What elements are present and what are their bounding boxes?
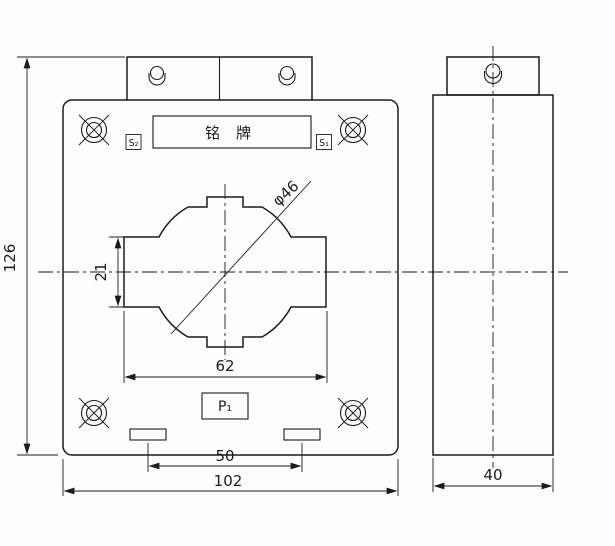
- screw-hole-icon: [149, 65, 165, 81]
- hole-outer: [339, 399, 367, 427]
- terminal-mark-box: [316, 134, 332, 150]
- hole-outer: [80, 399, 108, 427]
- dim-depth-label: 40: [483, 466, 502, 484]
- mounting-hole-bottom-right: [337, 397, 369, 429]
- hole-cross: [78, 397, 110, 429]
- dim-window-slot-height-label: 21: [92, 262, 110, 281]
- dim-mounting-slot-spacing: 50: [147, 443, 303, 472]
- mounting-hole-top-right: [337, 114, 369, 146]
- front-body-outline: [62, 99, 399, 456]
- hole-cross: [78, 114, 110, 146]
- hole-cross: [337, 114, 369, 146]
- mounting-hole-top-left: [78, 114, 110, 146]
- primary-terminal: P₁: [201, 392, 249, 420]
- screw-slot-icon: [278, 73, 296, 86]
- dim-overall-width-label: 102: [214, 472, 243, 490]
- foot-slot-right: [283, 428, 321, 441]
- dim-overall-height-label: 126: [1, 244, 19, 273]
- dim-overall-width: 102: [62, 459, 399, 496]
- foot-slot-left: [129, 428, 167, 441]
- window-diameter-label: φ46: [269, 177, 303, 210]
- dim-window-slot-height: 21: [92, 236, 149, 308]
- nameplate-box: [152, 115, 312, 149]
- hole-outer: [80, 116, 108, 144]
- hole-inner: [85, 121, 103, 139]
- mounting-hole-bottom-left: [78, 397, 110, 429]
- screw-hole-icon: [279, 65, 295, 81]
- terminal-mark-label: S₁: [319, 138, 329, 149]
- dim-window-width: 62: [123, 311, 328, 383]
- hole-inner: [85, 404, 103, 422]
- hole-inner: [344, 121, 362, 139]
- primary-terminal-box: [201, 392, 249, 420]
- terminal-screw-right: [278, 65, 296, 86]
- secondary-terminal-left: S₂: [125, 134, 142, 150]
- nameplate: 铭牌: [152, 115, 312, 149]
- dim-window-width-label: 62: [215, 357, 234, 375]
- terminal-mark-box: [125, 134, 142, 150]
- core-window-outline: [123, 196, 327, 348]
- nameplate-label: 铭牌: [205, 124, 267, 142]
- primary-terminal-label: P₁: [218, 399, 232, 415]
- front-view: 铭牌 S₂ S₁ φ46 P₁: [62, 56, 399, 456]
- hole-inner: [344, 404, 362, 422]
- dim-overall-height: 126: [1, 56, 125, 456]
- hole-outer: [339, 116, 367, 144]
- dim-depth: 40: [432, 458, 554, 492]
- dim-mounting-slot-spacing-label: 50: [215, 447, 234, 465]
- window-diameter-leader: φ46: [170, 177, 312, 335]
- terminal-mark-label: S₂: [129, 138, 139, 149]
- terminal-block: [126, 56, 313, 100]
- leader-line: [170, 180, 312, 335]
- hole-cross: [337, 397, 369, 429]
- screw-slot-icon: [148, 73, 166, 86]
- terminal-screw-left: [148, 65, 166, 86]
- secondary-terminal-right: S₁: [316, 134, 332, 150]
